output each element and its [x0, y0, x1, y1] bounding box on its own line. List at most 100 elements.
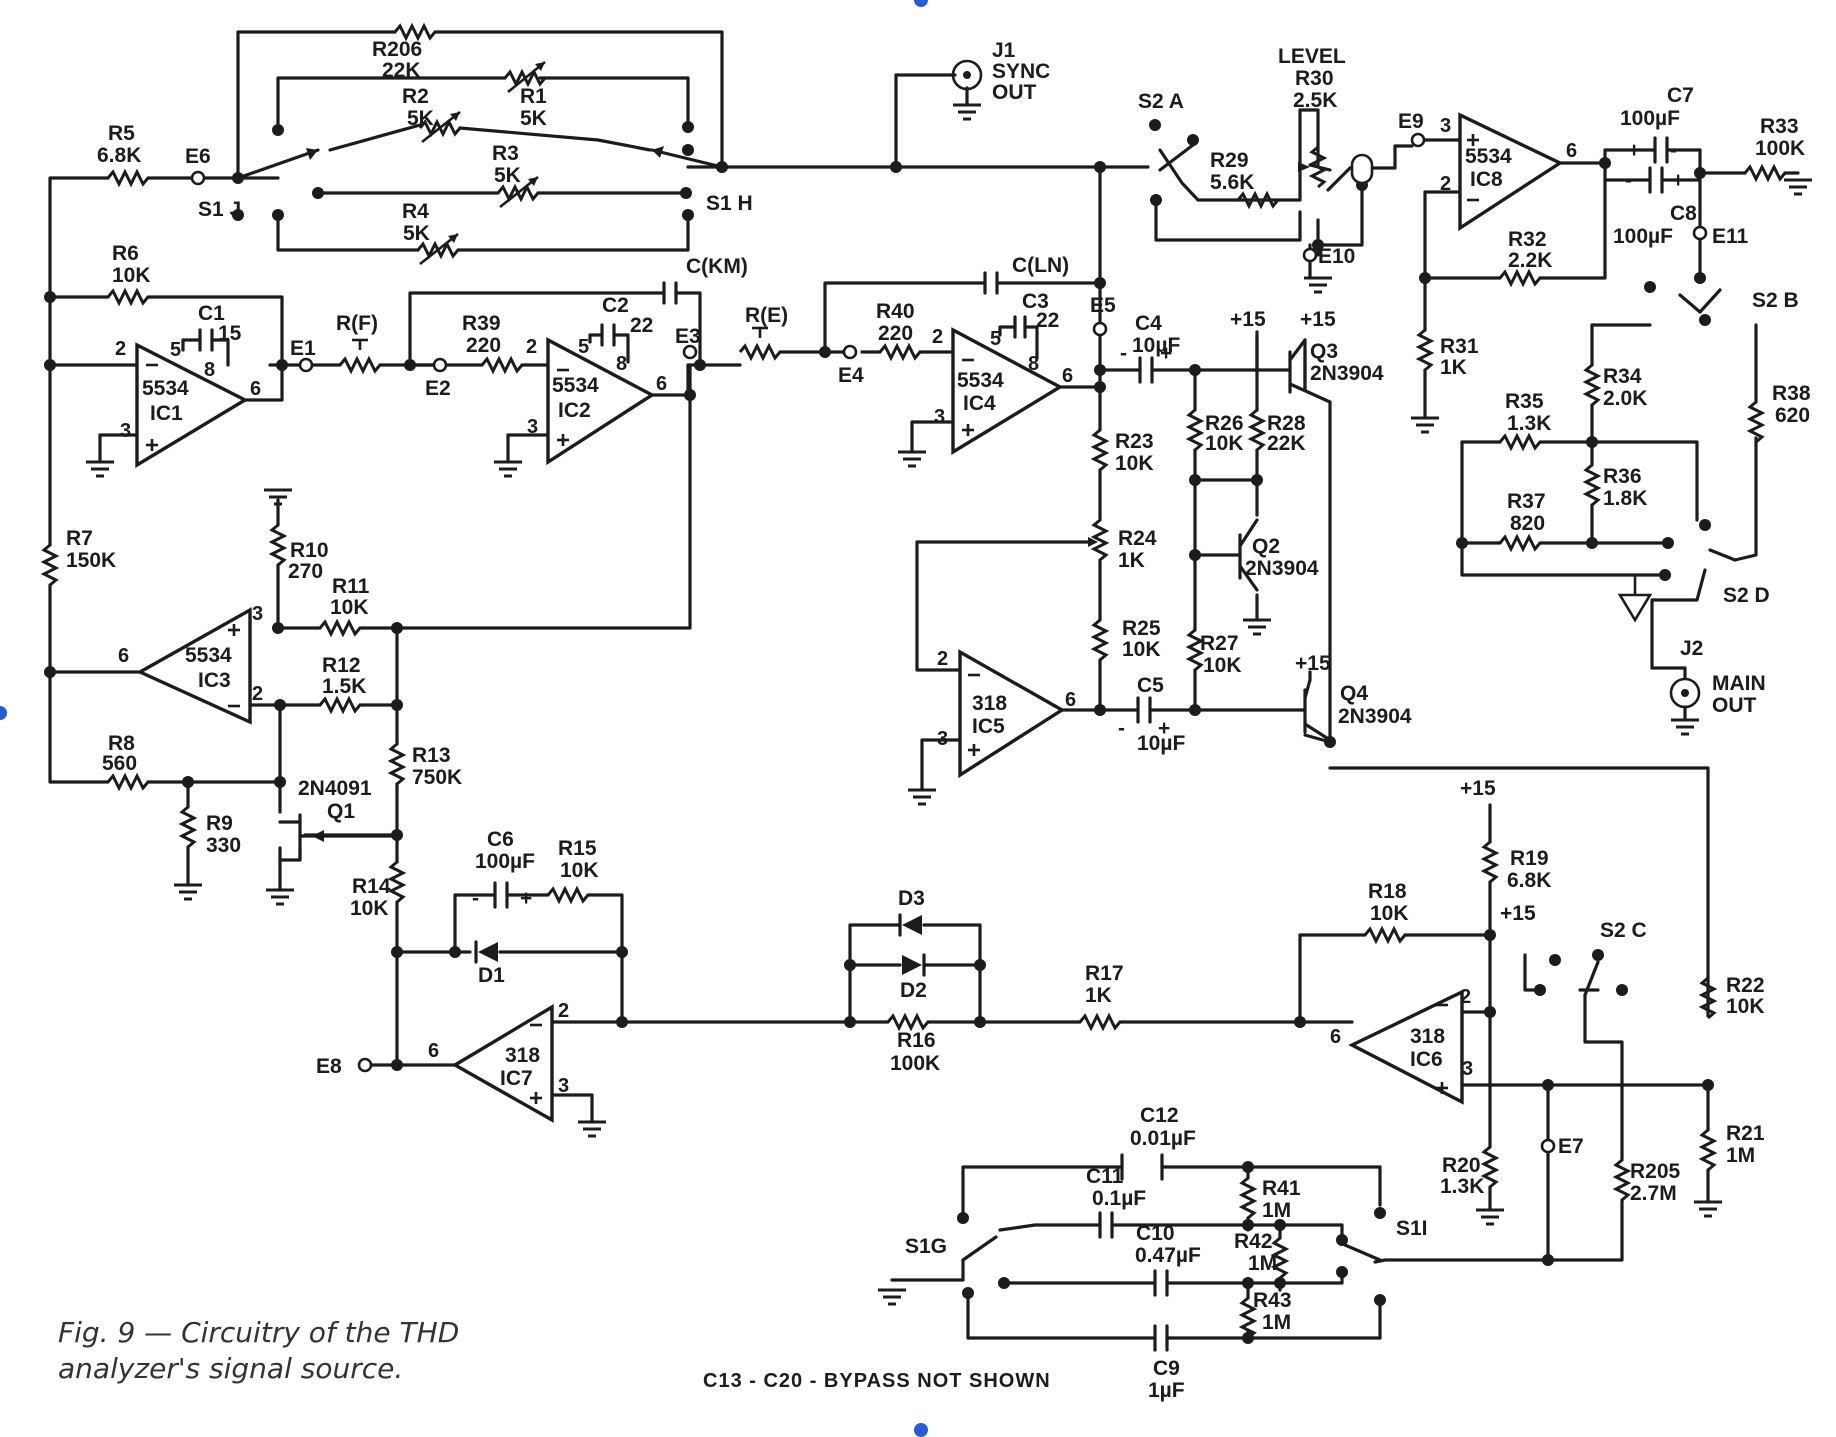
svg-text:15: 15: [218, 322, 242, 345]
svg-text:3: 3: [527, 416, 538, 438]
svg-text:100µF: 100µF: [1613, 225, 1673, 248]
ic8-label: 5534: [1465, 145, 1512, 168]
svg-text:E7: E7: [1558, 1135, 1584, 1158]
svg-text:10K: 10K: [1205, 432, 1244, 455]
svg-text:E1: E1: [290, 337, 316, 360]
resistor-r33: [1743, 165, 1787, 181]
svg-text:R(E): R(E): [745, 304, 788, 327]
svg-text:Q3: Q3: [1310, 340, 1338, 363]
svg-text:C(KM): C(KM): [686, 255, 748, 278]
resistor-r21: [1700, 1128, 1716, 1172]
svg-text:-: -: [1118, 717, 1125, 740]
svg-text:3: 3: [558, 1075, 569, 1097]
ground-symbol: [876, 1288, 908, 1306]
resistor-r14: [389, 860, 405, 904]
svg-text:E6: E6: [185, 145, 211, 168]
svg-text:1K: 1K: [1118, 549, 1145, 572]
svg-text:3: 3: [120, 420, 131, 442]
ground-symbol: [951, 103, 983, 121]
svg-text:OUT: OUT: [1712, 694, 1757, 717]
svg-text:5: 5: [990, 328, 1001, 350]
ground-symbol: [1302, 276, 1334, 294]
svg-text:C9: C9: [1153, 1357, 1180, 1380]
svg-text:R28: R28: [1267, 412, 1306, 435]
svg-text:+15: +15: [1230, 308, 1266, 331]
svg-text:10K: 10K: [1370, 902, 1409, 925]
svg-text:R21: R21: [1726, 1122, 1765, 1145]
svg-text:R1: R1: [520, 85, 547, 108]
transistor-q3: [1288, 338, 1332, 404]
transistor-q1: [278, 813, 399, 860]
svg-text:S2 D: S2 D: [1723, 584, 1770, 607]
svg-text:2: 2: [115, 338, 126, 360]
resistor-r39: [480, 357, 524, 373]
switch-contacts: [232, 119, 1711, 1306]
terminal-e5: [1092, 321, 1108, 337]
svg-text:2N3904: 2N3904: [1338, 705, 1412, 728]
svg-text:6.8K: 6.8K: [1507, 869, 1551, 892]
svg-text:2.2K: 2.2K: [1508, 249, 1552, 272]
svg-text:E9: E9: [1398, 110, 1424, 133]
opamp-polarity-marks: [146, 134, 1479, 1104]
svg-text:R38: R38: [1772, 382, 1811, 405]
ic1-label: IC1: [150, 402, 183, 425]
svg-text:E10: E10: [1318, 245, 1355, 268]
ground-symbol: [576, 1120, 608, 1138]
svg-text:R12: R12: [322, 654, 361, 677]
resistor-r37: [1498, 535, 1542, 551]
ic2-label: 5534: [552, 374, 599, 397]
svg-text:1.3K: 1.3K: [1440, 1175, 1484, 1198]
ground-symbol: [84, 460, 116, 478]
svg-text:1.3K: 1.3K: [1507, 412, 1551, 435]
svg-text:0.01µF: 0.01µF: [1130, 1127, 1196, 1150]
ground-symbol: [492, 460, 524, 478]
terminal-e6: [190, 170, 206, 186]
svg-text:5.6K: 5.6K: [1210, 171, 1254, 194]
resistor-r36: [1584, 463, 1600, 507]
diode-d1: [474, 940, 498, 964]
svg-text:R29: R29: [1210, 149, 1249, 172]
svg-text:R27: R27: [1200, 632, 1239, 655]
svg-text:C10: C10: [1136, 1222, 1175, 1245]
svg-text:S1I: S1I: [1396, 1217, 1428, 1240]
diode-d3: [898, 913, 922, 937]
selection-handle[interactable]: [0, 706, 7, 720]
svg-text:2N3904: 2N3904: [1245, 557, 1319, 580]
ground-symbol: [264, 888, 296, 906]
svg-text:OUT: OUT: [992, 81, 1037, 104]
terminals: [190, 132, 1708, 1154]
svg-text:2: 2: [558, 1000, 569, 1022]
opamp-ic3: [136, 607, 252, 725]
resistor-r206: [393, 24, 437, 40]
svg-text:10µF: 10µF: [1132, 334, 1180, 357]
resistor-r16: [886, 1014, 930, 1030]
svg-text:+15: +15: [1460, 777, 1496, 800]
grounds: [84, 103, 1814, 1306]
ic6-label: IC6: [1410, 1048, 1443, 1071]
svg-text:1K: 1K: [1440, 356, 1467, 379]
svg-text:C3: C3: [1022, 290, 1049, 313]
svg-text:100K: 100K: [890, 1052, 940, 1075]
svg-text:R25: R25: [1122, 617, 1161, 640]
svg-text:6: 6: [1566, 140, 1577, 162]
svg-text:3: 3: [1462, 1058, 1473, 1080]
svg-text:22: 22: [630, 314, 653, 337]
selection-handle[interactable]: [914, 1423, 928, 1437]
selection-handle[interactable]: [914, 0, 928, 7]
svg-text:1K: 1K: [1085, 984, 1112, 1007]
svg-text:R9: R9: [206, 812, 233, 835]
jack-j1-icon: [951, 59, 983, 91]
svg-text:+: +: [1160, 342, 1172, 365]
svg-text:330: 330: [206, 834, 241, 857]
capacitor-c5: [1136, 696, 1152, 724]
svg-text:R30: R30: [1295, 67, 1334, 90]
svg-text:10K: 10K: [560, 859, 599, 882]
svg-text:R17: R17: [1085, 962, 1124, 985]
svg-text:5: 5: [578, 336, 589, 358]
svg-text:R14: R14: [352, 875, 391, 898]
svg-text:6: 6: [428, 1040, 439, 1062]
svg-text:R206: R206: [372, 38, 422, 61]
ic5-label: IC5: [972, 715, 1005, 738]
svg-text:1.5K: 1.5K: [322, 675, 366, 698]
